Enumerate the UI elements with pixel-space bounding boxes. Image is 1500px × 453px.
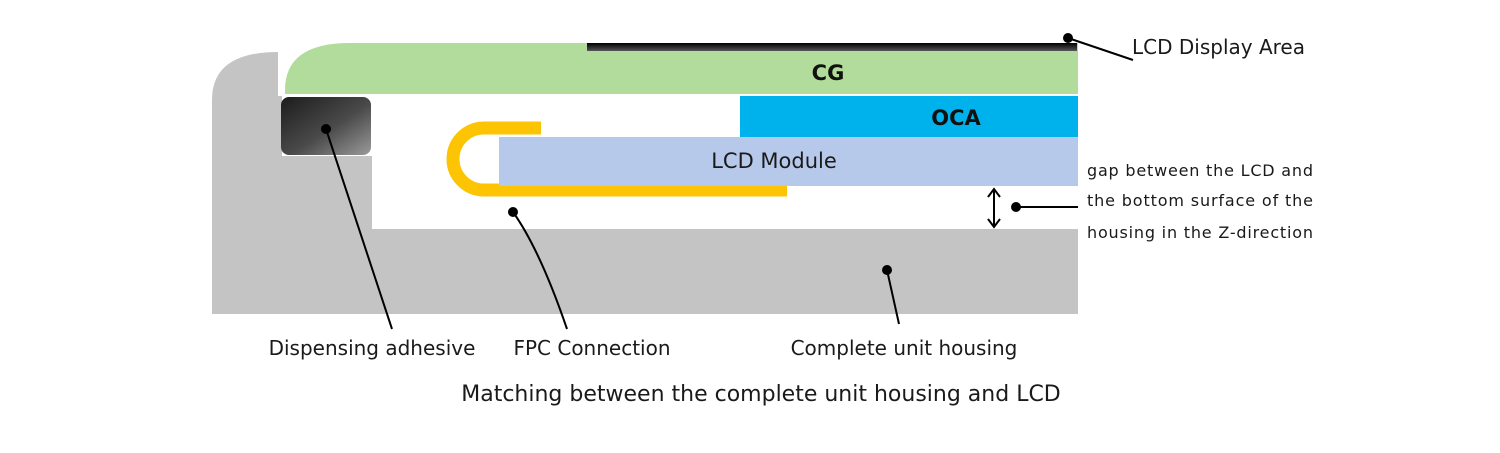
gap-label-line-1: gap between the LCD and <box>1087 161 1313 180</box>
adhesive-dot <box>321 124 331 134</box>
fpc-leader <box>512 211 568 330</box>
fpc-connection-label: FPC Connection <box>513 336 670 360</box>
display-area-leader <box>1067 37 1134 61</box>
fpc-flex-cable <box>446 121 787 197</box>
lcd-display-area-label: LCD Display Area <box>1132 35 1305 59</box>
leader-dots <box>321 33 1073 275</box>
lcd-display-area-bar <box>587 43 1077 51</box>
adhesive-leader <box>325 128 393 330</box>
cg-label: CG <box>812 61 845 85</box>
lcd-module-label: LCD Module <box>711 149 837 173</box>
oca-layer <box>740 96 1078 137</box>
gap-label-line-3: housing in the Z-direction <box>1087 223 1313 242</box>
gap-label-line-2: the bottom surface of the <box>1087 191 1313 210</box>
diagram-caption: Matching between the complete unit housi… <box>461 382 1061 407</box>
complete-unit-housing-label: Complete unit housing <box>791 336 1018 360</box>
complete-unit-housing <box>212 52 1078 314</box>
dispensing-adhesive-label: Dispensing adhesive <box>269 336 476 360</box>
gap-arrow-head-bottom <box>987 218 1001 229</box>
gap-arrow-head-top <box>987 187 1001 198</box>
display-area-dot <box>1063 33 1073 43</box>
housing-leader <box>886 269 900 325</box>
fpc-dot <box>508 207 518 217</box>
oca-label: OCA <box>931 106 981 130</box>
gap-dot <box>1011 202 1021 212</box>
housing-dot <box>882 265 892 275</box>
leader-lines <box>325 37 1134 330</box>
lcd-module-layer <box>499 137 1078 186</box>
cover-glass-layer <box>285 43 1078 94</box>
